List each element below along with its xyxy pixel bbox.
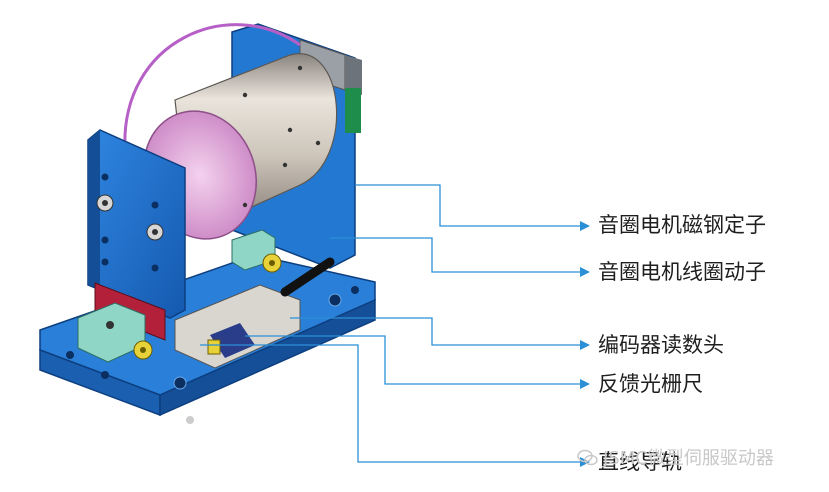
arrow-encoder — [580, 340, 590, 350]
arrow-mover — [580, 267, 590, 277]
label-linear-guide: 直线导轨 — [598, 450, 682, 474]
front-bracket — [87, 129, 186, 319]
yellow-bolts — [133, 253, 282, 360]
label-encoder-head: 编码器读数头 — [598, 333, 724, 357]
watermark: JSMC微型伺服驱动器 — [577, 444, 774, 470]
leader-line-encoder — [290, 317, 580, 346]
arrow-stator — [580, 221, 590, 231]
leader-lines — [200, 184, 580, 463]
label-grating-scale: 反馈光栅尺 — [598, 372, 703, 396]
watermark-text: JSMC微型伺服驱动器 — [603, 448, 774, 469]
motor-cylinder — [142, 53, 338, 240]
label-mover: 音圈电机线圈动子 — [598, 260, 766, 284]
leader-line-guide — [200, 344, 580, 463]
leader-line-stator — [355, 184, 580, 227]
encoder-head-part — [174, 257, 335, 369]
wechat-icon — [577, 449, 598, 466]
coil-cable — [123, 23, 301, 151]
leader-arrows — [580, 221, 590, 467]
label-stator: 音圈电机磁钢定子 — [598, 213, 766, 237]
arrow-grating — [580, 379, 590, 389]
green-clamps — [77, 229, 276, 363]
leader-line-mover — [330, 237, 580, 273]
leader-line-grating — [245, 335, 580, 385]
